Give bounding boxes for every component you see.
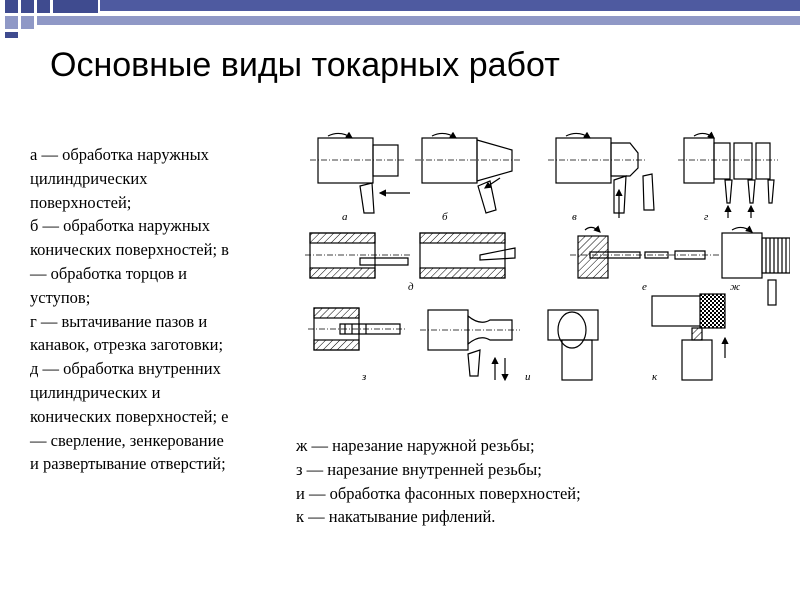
legend-line: з — нарезание внутренней резьбы; bbox=[296, 459, 542, 479]
label-k: к bbox=[652, 371, 658, 383]
op-z-sketch bbox=[308, 307, 405, 351]
op-i-sketch bbox=[420, 309, 520, 382]
legend-line: — обработка торцов и bbox=[30, 263, 188, 283]
decor-square bbox=[5, 32, 18, 38]
label-g: г bbox=[704, 211, 709, 223]
op-b-sketch bbox=[415, 131, 520, 214]
decor-square bbox=[21, 0, 34, 13]
legend-line: к — накатывание рифлений. bbox=[296, 507, 496, 527]
legend-line: б — обработка наружных bbox=[30, 216, 211, 236]
decor-square bbox=[53, 0, 98, 13]
legend-line: цилиндрических bbox=[30, 168, 148, 188]
legend-line: канавок, отрезка заготовки; bbox=[30, 335, 224, 355]
op-d-sketch bbox=[305, 232, 516, 279]
legend-line: д — обработка внутренних bbox=[30, 359, 221, 379]
op-e-sketch bbox=[570, 225, 720, 279]
header-decoration bbox=[0, 0, 800, 40]
legend-bottom: ж — нарезание наружной резьбы; з — нарез… bbox=[296, 434, 581, 529]
legend-left: а — обработка наружных цилиндрических по… bbox=[30, 143, 295, 476]
decor-square bbox=[21, 16, 34, 29]
label-zh: ж bbox=[730, 281, 741, 293]
legend-line: и развертывание отверстий; bbox=[30, 454, 226, 474]
legend-line: г — вытачивание пазов и bbox=[30, 311, 208, 331]
legend-line: уступов; bbox=[30, 287, 91, 307]
legend-line: конических поверхностей; в bbox=[30, 240, 229, 260]
legend-line: — сверление, зенкерование bbox=[30, 430, 224, 450]
op-a-sketch bbox=[310, 131, 410, 214]
label-v: в bbox=[572, 211, 577, 223]
op-zh-sketch bbox=[721, 225, 790, 306]
header-bar bbox=[100, 0, 800, 11]
label-e: е bbox=[642, 281, 647, 293]
label-z: з bbox=[361, 371, 366, 383]
label-d: д bbox=[408, 281, 414, 293]
page-title: Основные виды токарных работ bbox=[50, 46, 560, 84]
legend-line: конических поверхностей; е bbox=[30, 406, 229, 426]
label-a: а bbox=[342, 211, 348, 223]
legend-line: ж — нарезание наружной резьбы; bbox=[296, 436, 535, 455]
op-v-sketch bbox=[548, 131, 655, 218]
header-bar-light bbox=[37, 16, 800, 25]
decor-square bbox=[5, 0, 18, 13]
legend-line: и — обработка фасонных поверхностей; bbox=[296, 483, 581, 503]
legend-line: а — обработка наружных bbox=[30, 145, 209, 164]
turning-operations-diagram: а б в г д е ж з и к bbox=[305, 131, 790, 383]
label-i: и bbox=[525, 371, 531, 383]
legend-line: цилиндрических и bbox=[30, 382, 161, 402]
op-g-sketch bbox=[678, 131, 778, 218]
decor-square bbox=[5, 16, 18, 29]
op-k-sketch bbox=[547, 293, 729, 381]
decor-square bbox=[37, 0, 50, 13]
label-b: б bbox=[442, 211, 448, 223]
legend-line: поверхностей; bbox=[30, 192, 132, 212]
